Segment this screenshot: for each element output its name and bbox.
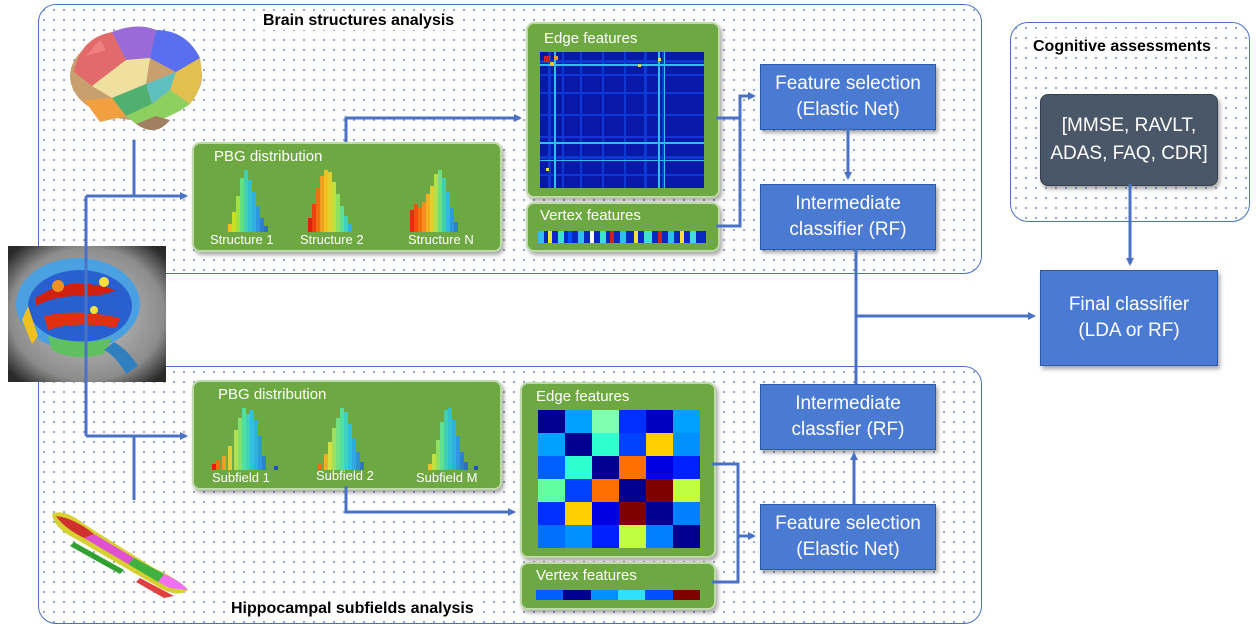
brain-edge-matrix [540, 52, 704, 188]
hippo-matrix-cell [619, 433, 646, 456]
brain-histogram-2 [308, 170, 352, 232]
hippo-subfield-label-2: Subfield 2 [316, 468, 374, 483]
hippo-matrix-cell [592, 433, 619, 456]
hippo-matrix-cell [592, 525, 619, 548]
hippo-edge-title: Edge features [536, 388, 630, 405]
brain-vertex-title: Vertex features [540, 207, 641, 224]
cognitive-section-title: Cognitive assessments [1030, 38, 1214, 56]
final-classifier-line1: Final classifier [1068, 294, 1190, 316]
final-classifier-line2: (LDA or RF) [1078, 320, 1180, 341]
hippo-edge-features-box: Edge features [520, 382, 716, 558]
brain-vertex-features-box: Vertex features [526, 202, 720, 252]
brain-edge-title: Edge features [544, 30, 638, 47]
hippo-vertex-title: Vertex features [536, 567, 637, 584]
hippo-vertex-cell [563, 590, 591, 600]
hippo-matrix-cell [538, 502, 565, 525]
hippo-matrix-cell [646, 433, 673, 456]
brain-intermediate-line1: Intermediate [795, 193, 901, 215]
hippo-matrix-cell [565, 479, 592, 502]
brain-structure-label-n: Structure N [408, 232, 474, 247]
brain-pbg-distribution-box: PBG distribution [192, 142, 502, 252]
brain-pbg-title: PBG distribution [214, 148, 323, 165]
hippo-histogram-1 [212, 408, 278, 470]
hippo-pbg-distribution-box: PBG distribution [192, 380, 502, 490]
hippo-matrix-cell [538, 479, 565, 502]
hippo-matrix-cell [538, 433, 565, 456]
brain-edge-features-box: Edge features [526, 22, 720, 198]
hippo-matrix-cell [673, 502, 700, 525]
hippo-matrix-cell [673, 456, 700, 479]
hippo-edge-matrix [538, 410, 700, 548]
brain-section-title: Brain structures analysis [260, 12, 458, 30]
brain-feature-selection-line1: Feature selection [775, 73, 921, 95]
hippo-matrix-cell [619, 525, 646, 548]
cognitive-line1: [MMSE, RAVLT, [1061, 114, 1197, 136]
hippo-matrix-cell [565, 525, 592, 548]
hippo-matrix-cell [619, 479, 646, 502]
hippo-vertex-cell [645, 590, 673, 600]
hippo-matrix-cell [592, 479, 619, 502]
hippo-matrix-cell [592, 410, 619, 433]
brain-structure-label-2: Structure 2 [300, 232, 364, 247]
hippo-matrix-cell [538, 525, 565, 548]
hippo-intermediate-line2: classfier (RF) [791, 419, 905, 440]
hippo-vertex-features-box: Vertex features [520, 562, 716, 610]
brain-render-image [70, 26, 202, 131]
hippo-feature-selection-line1: Feature selection [775, 513, 921, 535]
hippo-matrix-cell [592, 502, 619, 525]
hippo-matrix-cell [565, 456, 592, 479]
mri-slice-image [8, 246, 166, 382]
hippo-matrix-cell [565, 502, 592, 525]
hippo-histogram-2 [318, 408, 364, 470]
hippo-matrix-cell [646, 502, 673, 525]
hippo-matrix-cell [646, 410, 673, 433]
hippo-matrix-cell [592, 456, 619, 479]
hippo-matrix-cell [619, 410, 646, 433]
hippo-histogram-3 [428, 408, 478, 470]
brain-feature-selection-box: Feature selection (Elastic Net) [760, 64, 936, 130]
hippo-matrix-cell [673, 433, 700, 456]
hippo-matrix-cell [538, 410, 565, 433]
hippo-subfield-label-m: Subfield M [416, 470, 478, 485]
cognitive-line2: ADAS, FAQ, CDR] [1050, 143, 1208, 164]
final-classifier-box: Final classifier (LDA or RF) [1040, 270, 1218, 366]
brain-vertex-strip [538, 231, 706, 243]
brain-intermediate-classifier-box: Intermediate classifier (RF) [760, 184, 936, 250]
hippo-subfield-label-1: Subfield 1 [212, 470, 270, 485]
hippo-feature-selection-box: Feature selection (Elastic Net) [760, 504, 936, 570]
brain-structure-label-1: Structure 1 [210, 232, 274, 247]
cognitive-assessments-box: [MMSE, RAVLT, ADAS, FAQ, CDR] [1040, 94, 1218, 186]
brain-histogram-3 [410, 170, 458, 232]
hippo-matrix-cell [646, 456, 673, 479]
brain-histogram-1 [228, 170, 268, 232]
hippo-pbg-title: PBG distribution [218, 386, 327, 403]
hippo-matrix-cell [565, 433, 592, 456]
hippo-matrix-cell [619, 456, 646, 479]
hippo-matrix-cell [538, 456, 565, 479]
hippo-section-title: Hippocampal subfields analysis [228, 600, 477, 618]
hippo-matrix-cell [646, 525, 673, 548]
hippo-vertex-cell [590, 590, 618, 600]
hippocampus-render-image [52, 512, 188, 598]
hippo-intermediate-line1: Intermediate [795, 393, 901, 415]
brain-feature-selection-line2: (Elastic Net) [796, 99, 900, 120]
hippo-matrix-cell [565, 410, 592, 433]
hippo-matrix-cell [673, 525, 700, 548]
hippo-vertex-cell [536, 590, 564, 600]
hippo-vertex-strip [536, 590, 700, 600]
hippo-feature-selection-line2: (Elastic Net) [796, 539, 900, 560]
hippo-matrix-cell [673, 479, 700, 502]
hippo-vertex-cell [672, 590, 700, 600]
hippo-matrix-cell [646, 479, 673, 502]
hippo-matrix-cell [673, 410, 700, 433]
hippo-matrix-cell [619, 502, 646, 525]
hippo-intermediate-classifier-box: Intermediate classfier (RF) [760, 384, 936, 450]
hippo-vertex-cell [618, 590, 646, 600]
brain-intermediate-line2: classifier (RF) [789, 219, 907, 240]
